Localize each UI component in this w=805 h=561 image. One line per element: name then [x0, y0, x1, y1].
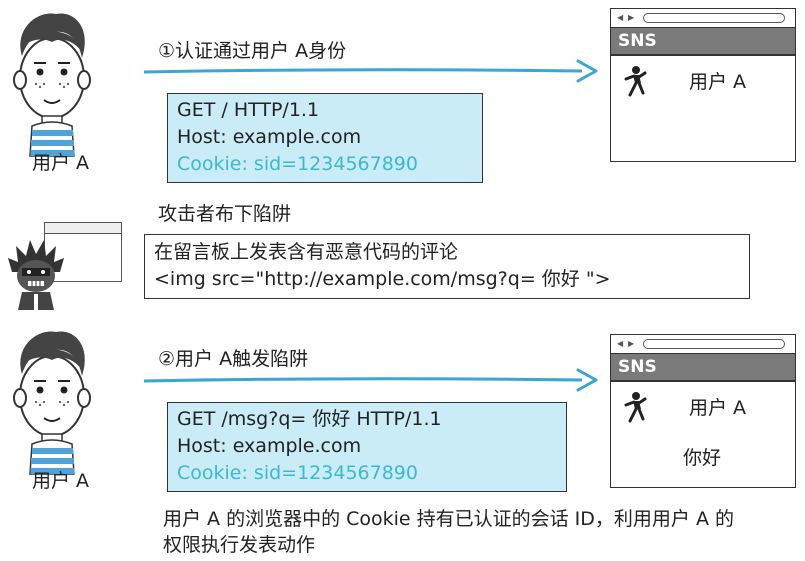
runner-icon [624, 66, 647, 97]
address-bar [643, 13, 785, 23]
request-cookie: Cookie: sid=1234567890 [177, 153, 418, 175]
step2-request-box: GET /msg?q= 你好 HTTP/1.1 Host: example.co… [167, 402, 567, 492]
user-a-label-top: 用户 A [32, 152, 90, 174]
step2-arrow [143, 368, 598, 392]
request-host: Host: example.com [177, 435, 362, 457]
browser-chrome: ◀ ▶ [611, 9, 795, 28]
browser-username: 用户 A [689, 397, 747, 419]
request-cookie: Cookie: sid=1234567890 [177, 462, 418, 484]
user-a-avatar-top [13, 13, 91, 157]
sns-header: SNS [611, 28, 795, 54]
sns-header: SNS [611, 354, 795, 380]
step2-label: ②用户 A触发陷阱 [158, 348, 309, 370]
back-icon: ◀ [617, 13, 624, 22]
posted-message: 你好 [683, 447, 722, 469]
request-host: Host: example.com [177, 126, 362, 148]
browser-username: 用户 A [689, 71, 747, 93]
request-line: GET / HTTP/1.1 [177, 99, 320, 121]
forward-icon: ▶ [628, 339, 635, 348]
forward-icon: ▶ [628, 13, 635, 22]
browser-chrome: ◀ ▶ [611, 335, 795, 354]
trap-label: 攻击者布下陷阱 [158, 203, 292, 225]
back-icon: ◀ [617, 339, 624, 348]
address-bar [643, 339, 785, 349]
request-line: GET /msg?q= 你好 HTTP/1.1 [177, 408, 442, 430]
user-a-avatar-bottom [13, 331, 91, 475]
attacker-icon [8, 240, 64, 310]
step1-arrow [143, 59, 598, 83]
browser-window-bottom: ◀ ▶ SNS 用户 A 你好 [610, 334, 796, 488]
trap-comment-box: 在留言板上发表含有恶意代码的评论 <img src="http://exampl… [144, 234, 750, 299]
trap-description: 在留言板上发表含有恶意代码的评论 [154, 241, 459, 263]
step1-label: ①认证通过用户 A身份 [158, 40, 347, 62]
runner-icon [624, 392, 647, 423]
footer-line-1: 用户 A 的浏览器中的 Cookie 持有已认证的会话 ID，利用用户 A 的 [163, 508, 734, 530]
browser-window-top: ◀ ▶ SNS 用户 A [610, 8, 796, 162]
trap-malicious-code: <img src="http://example.com/msg?q= 你好 "… [154, 268, 611, 290]
step1-request-box: GET / HTTP/1.1 Host: example.com Cookie:… [167, 93, 483, 183]
user-a-label-bottom: 用户 A [32, 470, 90, 492]
footer-line-2: 权限执行发表动作 [163, 534, 316, 556]
